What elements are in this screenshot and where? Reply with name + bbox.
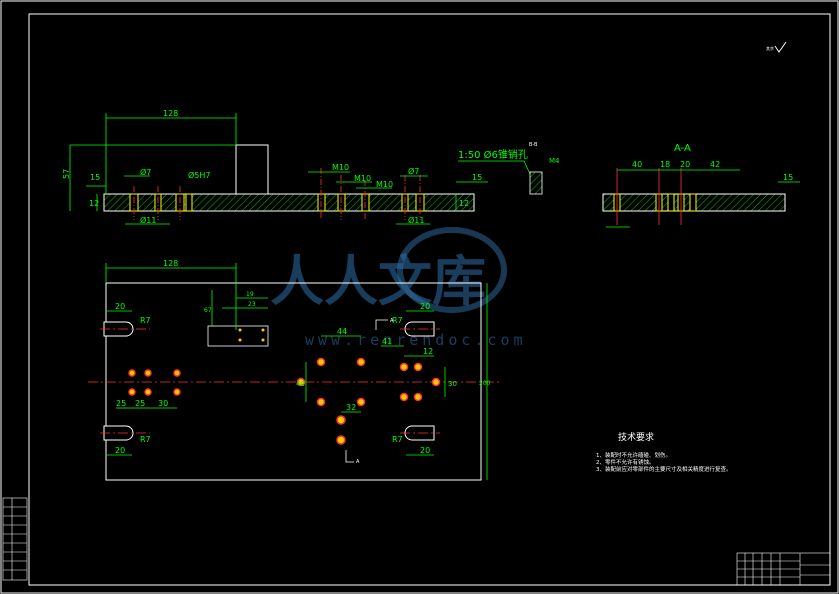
- title-block: [736, 552, 831, 586]
- plan-dim-32: 32: [346, 403, 356, 412]
- plan-view: 128 20 R7 R7 20 25 25 30 20 R7 R7 20 44 …: [88, 259, 500, 481]
- dim-42: 42: [710, 160, 720, 169]
- dim-m10-a: M10: [332, 163, 349, 172]
- front-boss: [235, 144, 269, 195]
- dim-12-left: 12: [89, 199, 99, 208]
- plan-dim-25: 25: [116, 399, 126, 408]
- dim-15-section: 15: [783, 173, 793, 182]
- tech-requirements: 技术要求 1、装配时不允许磕碰、划伤。 2、零件不允许有锈蚀。 3、装配前应对零…: [596, 431, 732, 473]
- plan-dim-128: 128: [163, 259, 178, 268]
- plan-dim-r7-br: R7: [392, 435, 403, 444]
- tech-item-1: 1、装配时不允许磕碰、划伤。: [596, 451, 671, 459]
- section-aa-label: A-A: [674, 143, 691, 154]
- detail-bb: [529, 171, 543, 195]
- dim-phi11-a: Ø11: [140, 215, 156, 225]
- tech-item-2: 2、零件不允许有锈蚀。: [596, 458, 655, 466]
- boss-outline: [207, 325, 269, 347]
- dim-phi7-a: Ø7: [140, 167, 151, 177]
- dim-40: 40: [632, 160, 642, 169]
- watermark-logo: 人人文库: [270, 249, 486, 313]
- plan-dim-40: 40: [296, 380, 305, 388]
- roughness-note: 其余: [766, 45, 774, 51]
- left-title-strip: [2, 497, 28, 581]
- plan-dim-20-tl: 20: [115, 302, 125, 311]
- plan-dim-r7-bl: R7: [140, 435, 151, 444]
- plan-dim-44: 44: [337, 327, 347, 336]
- plan-dim-20-br: 20: [420, 446, 430, 455]
- tech-title: 技术要求: [618, 431, 654, 443]
- plan-dim-r7-tl: R7: [140, 316, 151, 325]
- plan-dim-20-tr: 20: [420, 302, 430, 311]
- dim-m4: M4: [549, 157, 560, 165]
- dim-15-left: 15: [90, 173, 100, 182]
- front-body: [103, 193, 475, 212]
- dim-m10-b: M10: [354, 174, 371, 183]
- inner-border: [28, 13, 831, 586]
- plan-dim-20-bl: 20: [115, 446, 125, 455]
- plan-dim-r7-tr: R7: [392, 316, 403, 325]
- dim-57: 57: [62, 169, 71, 179]
- watermark: 人人文库 www.renrendoc.com: [270, 227, 527, 349]
- tech-item-3: 3、装配前应对零部件的主要尺寸及相关精度进行复查。: [596, 465, 732, 473]
- plan-dim-19: 19: [246, 291, 254, 298]
- plan-dim-41: 41: [382, 337, 392, 346]
- dim-phi7-b: Ø7: [408, 166, 419, 176]
- dim-phi5h7: Ø5H7: [188, 170, 211, 180]
- plan-dim-23: 23: [248, 301, 256, 308]
- plan-dim-30: 30: [158, 399, 168, 408]
- a-mark-bottom: A: [356, 459, 360, 465]
- dim-12-right: 12: [459, 199, 469, 208]
- pin-hole-note: 1:50 Ø6锥销孔: [458, 148, 528, 161]
- dim-20: 20: [680, 160, 690, 169]
- section-aa: A-A 40 18 20 42 15: [602, 143, 800, 228]
- front-view: 128 57 15 12 15 12 Ø7 Ø5H7 Ø11 M10 M10 M…: [62, 109, 560, 225]
- watermark-url: www.renrendoc.com: [305, 331, 527, 349]
- dim-15-right: 15: [472, 173, 482, 182]
- plan-dim-12: 12: [423, 347, 433, 356]
- plan-dim-200: 200: [479, 380, 491, 387]
- plan-dim-25b: 25: [135, 399, 145, 408]
- detail-label: B-B: [529, 142, 538, 148]
- plan-dim-67: 67: [204, 307, 212, 314]
- plan-dim-30r: 30: [448, 380, 457, 388]
- dim-phi11-b: Ø11: [408, 215, 424, 225]
- roughness-symbol: 其余: [766, 41, 787, 53]
- plan-outline: [105, 282, 482, 481]
- dim-m10-c: M10: [376, 180, 393, 189]
- a-mark-top: A: [390, 318, 394, 324]
- dim-18: 18: [660, 160, 670, 169]
- dim-128: 128: [163, 109, 178, 118]
